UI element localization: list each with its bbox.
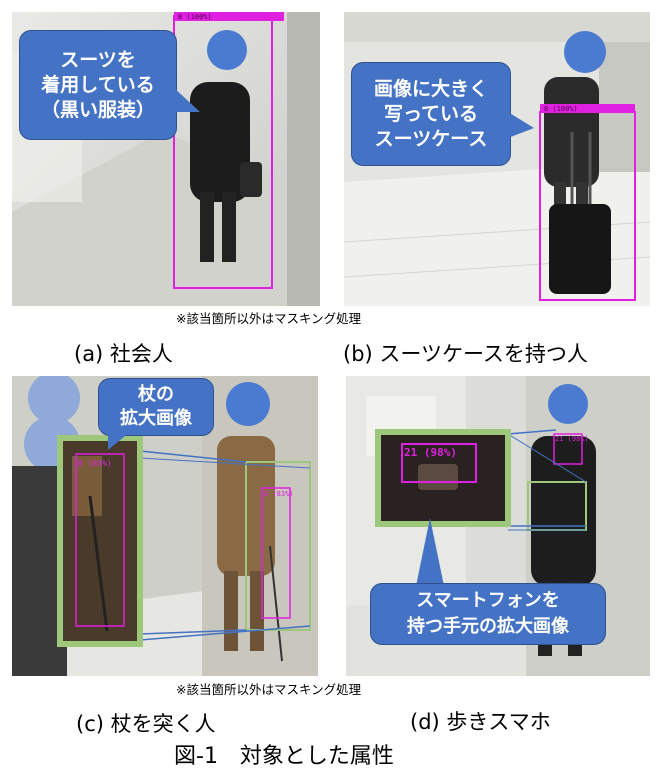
detection-box-zoom — [75, 453, 125, 627]
callout-pointer — [108, 432, 130, 450]
caption-d: (d) 歩きスマホ — [410, 710, 551, 734]
callout-line: 杖の — [138, 384, 174, 405]
detection-label: 21 (98%) — [555, 435, 589, 443]
detection-label: 8 (100%) — [544, 105, 578, 113]
callout-cane: 杖の 拡大画像 — [98, 378, 214, 436]
callout-line: スーツを — [60, 48, 136, 71]
detection-label-zoom: 8 (83%) — [78, 459, 112, 468]
caption-c: (c) 杖を突く人 — [76, 712, 216, 736]
zoom-connector — [139, 457, 311, 469]
callout-pointer — [508, 112, 534, 138]
callout-suitcase: 画像に大きく 写っている スーツケース — [351, 62, 511, 166]
callout-pointer — [416, 518, 444, 586]
callout-line: スマートフォンを — [416, 590, 560, 611]
zoom-connector — [139, 625, 311, 641]
photo-panel-d: 21 (98%) 21 (98%) スマートフォンを 持つ手元の拡大画像 — [346, 376, 650, 676]
face-mask-circle — [28, 376, 80, 424]
zoom-connector — [507, 433, 587, 483]
callout-line: スーツケース — [374, 127, 488, 150]
detection-label: 8 (100%) — [178, 13, 212, 21]
zoom-connector — [507, 429, 557, 435]
callout-smartphone: スマートフォンを 持つ手元の拡大画像 — [370, 583, 606, 645]
detection-box — [261, 487, 291, 619]
callout-line: 着用している — [41, 73, 155, 96]
callout-line: （黒い服装） — [40, 98, 155, 121]
photo-panel-b: 8 (100%) 画像に大きく 写っている スーツケース — [344, 12, 650, 306]
mask-note-bottom: ※該当箇所以外はマスキング処理 — [176, 682, 362, 697]
caption-a: (a) 社会人 — [74, 342, 173, 366]
detection-label-zoom: 21 (98%) — [404, 446, 457, 459]
callout-line: 持つ手元の拡大画像 — [407, 616, 569, 637]
station-photo-c: 8 (83%) 8 (83%) — [12, 376, 318, 676]
mask-note-top: ※該当箇所以外はマスキング処理 — [176, 311, 362, 326]
zoom-connector — [139, 629, 247, 635]
callout-line: 拡大画像 — [120, 408, 192, 429]
detection-box — [553, 433, 583, 465]
face-mask-circle — [564, 31, 606, 73]
photo-panel-c: 8 (83%) 8 (83%) 杖の 拡大画像 — [12, 376, 318, 676]
callout-line: 画像に大きく — [373, 77, 488, 100]
callout-pointer — [172, 86, 200, 112]
photo-panel-a: 8 (100%) スーツを 着用している （黒い服装） — [12, 12, 320, 306]
detection-box-zoom — [401, 443, 477, 483]
face-mask-circle — [226, 382, 270, 426]
detection-label: 8 (83%) — [264, 490, 294, 498]
callout-line: 写っている — [383, 102, 479, 125]
face-mask-circle — [548, 384, 588, 424]
caption-b: (b) スーツケースを持つ人 — [343, 342, 588, 366]
callout-suit: スーツを 着用している （黒い服装） — [19, 30, 177, 140]
figure-title: 図-1 対象とした属性 — [174, 744, 394, 769]
zoom-source-frame — [245, 461, 311, 631]
face-mask-circle — [207, 30, 247, 70]
zoom-connector — [139, 450, 247, 463]
